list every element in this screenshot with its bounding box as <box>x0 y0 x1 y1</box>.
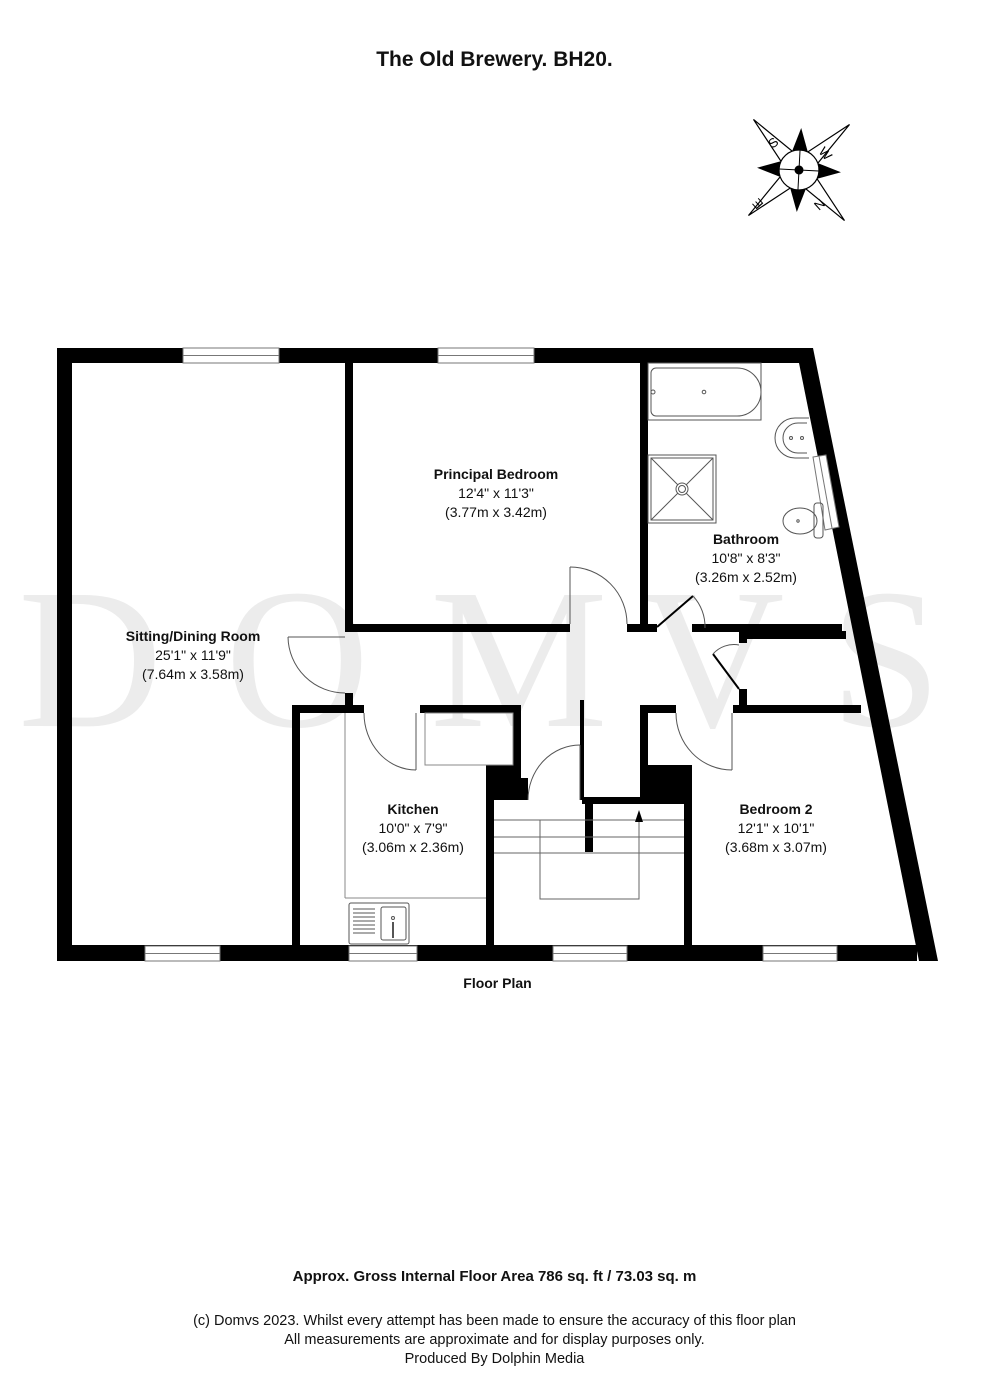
plan-title: The Old Brewery. BH20. <box>376 48 613 71</box>
room-name: Bathroom <box>712 531 780 547</box>
toilet-icon <box>782 502 824 539</box>
sink-icon <box>348 902 410 945</box>
room-dimensions-imperial: 10'0" x 7'9" <box>378 820 448 836</box>
disclaimer-line: Produced By Dolphin Media <box>404 1351 585 1367</box>
interior-walls <box>292 363 861 950</box>
disclaimer-line: (c) Domvs 2023. Whilst every attempt has… <box>193 1313 796 1329</box>
windows <box>144 347 840 962</box>
room-dimensions-metric: (3.68m x 3.07m) <box>725 839 827 855</box>
staircase <box>494 819 684 900</box>
room-dimensions-metric: (3.26m x 2.52m) <box>695 569 797 585</box>
kitchen-units <box>344 712 514 899</box>
room-label-sitting-dining: Sitting/Dining Room 25'1" x 11'9" (7.64m… <box>88 627 298 684</box>
room-label-principal-bedroom: Principal Bedroom 12'4" x 11'3" (3.77m x… <box>396 465 596 522</box>
basin-icon <box>774 417 809 459</box>
disclaimer-line: All measurements are approximate and for… <box>284 1332 705 1348</box>
room-name: Bedroom 2 <box>739 801 813 817</box>
room-dimensions-imperial: 12'4" x 11'3" <box>458 485 534 501</box>
room-dimensions-imperial: 10'8" x 8'3" <box>711 550 781 566</box>
room-dimensions-metric: (7.64m x 3.58m) <box>142 666 244 682</box>
room-name: Sitting/Dining Room <box>125 628 261 644</box>
floor-plan-label: Floor Plan <box>463 975 532 991</box>
room-name: Kitchen <box>387 801 439 817</box>
watermark-letter: V <box>640 549 785 770</box>
compass-rose-icon: S W E N <box>748 119 850 221</box>
room-dimensions-metric: (3.77m x 3.42m) <box>445 504 547 520</box>
watermark-letter: D <box>18 549 163 770</box>
shower-tray-icon <box>647 454 717 524</box>
bathroom-fixtures <box>647 362 824 539</box>
disclaimer: (c) Domvs 2023. Whilst every attempt has… <box>0 1312 989 1369</box>
floor-plan-drawing: S W E N <box>57 119 938 962</box>
room-dimensions-imperial: 25'1" x 11'9" <box>155 647 231 663</box>
room-dimensions-metric: (3.06m x 2.36m) <box>362 839 464 855</box>
room-label-kitchen: Kitchen 10'0" x 7'9" (3.06m x 2.36m) <box>333 800 493 857</box>
room-dimensions-imperial: 12'1" x 10'1" <box>737 820 815 836</box>
bathtub-icon <box>647 362 762 421</box>
room-label-bedroom-2: Bedroom 2 12'1" x 10'1" (3.68m x 3.07m) <box>696 800 856 857</box>
room-label-bathroom: Bathroom 10'8" x 8'3" (3.26m x 2.52m) <box>666 530 826 587</box>
gross-internal-area: Approx. Gross Internal Floor Area 786 sq… <box>292 1268 697 1285</box>
stairs-up-arrow-icon <box>635 810 643 822</box>
room-name: Principal Bedroom <box>433 466 559 482</box>
doors <box>287 566 740 801</box>
